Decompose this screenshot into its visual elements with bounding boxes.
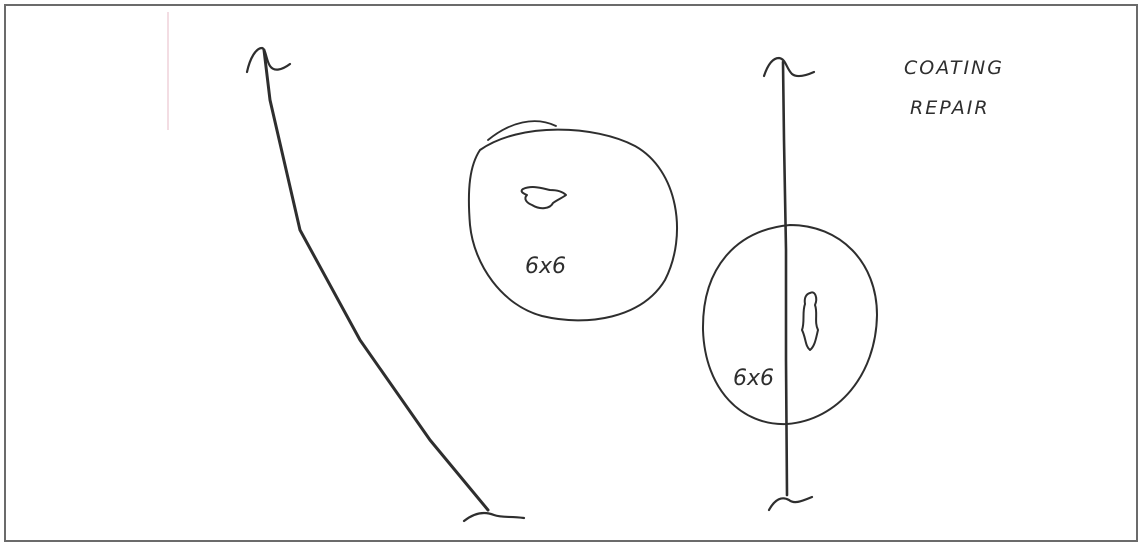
note-line-2: REPAIR (910, 97, 990, 119)
sketch-frame (5, 5, 1137, 541)
right-patch-dimension: 6x6 (733, 366, 774, 391)
left-patch-dimension: 6x6 (525, 254, 566, 279)
note-line-1: COATING (904, 57, 1004, 79)
